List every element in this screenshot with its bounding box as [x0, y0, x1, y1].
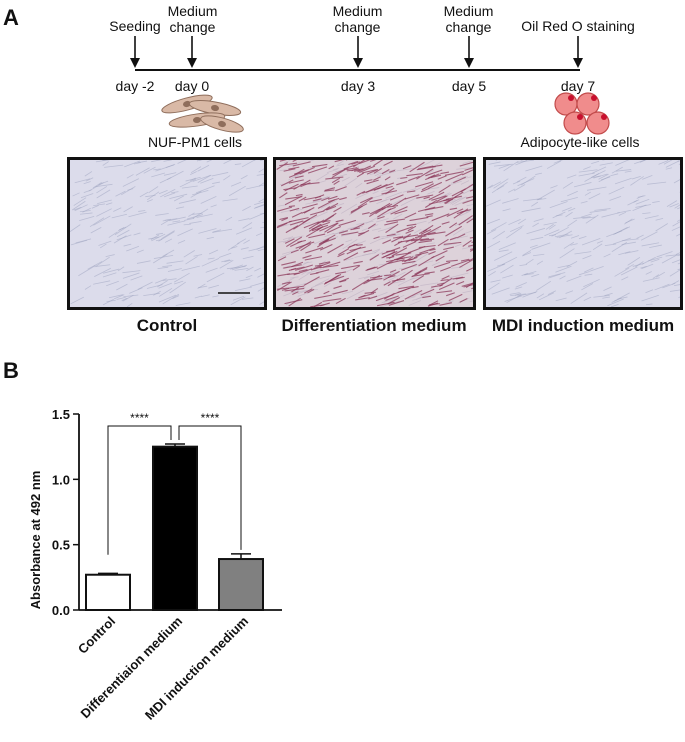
caption-control: Control [136, 316, 198, 335]
arrow-day7-icon [573, 36, 583, 68]
y-axis-label: Absorbance at 492 nm [28, 471, 43, 610]
event-label-day0: Medium change [167, 3, 218, 35]
caption-differentiation: Differentiation medium [281, 316, 467, 335]
adipocyte-cells-label: Adipocyte-like cells [520, 134, 640, 150]
micrograph-texture [276, 160, 473, 307]
event-label-seeding: Seeding [109, 18, 161, 34]
micrograph-differentiation [273, 157, 476, 310]
caption-mdi: MDI induction medium [491, 316, 675, 335]
arrow-day5-icon [464, 36, 474, 68]
panel-b-letter: B [3, 358, 19, 383]
micrograph-texture [486, 160, 680, 307]
panel-a-letter: A [3, 5, 19, 30]
significance-label: **** [201, 411, 220, 425]
significance-bracket [107, 425, 172, 555]
y-tick-label: 1.5 [52, 407, 70, 422]
day-label-5: day 5 [451, 78, 487, 94]
arrow-seeding-icon [130, 36, 140, 68]
micrograph-mdi [483, 157, 683, 310]
event-label-day7: Oil Red O staining [521, 18, 635, 34]
arrow-day3-icon [353, 36, 363, 68]
nuf-pm1-cells-label: NUF-PM1 cells [147, 134, 243, 150]
event-label-day5: Medium change [443, 3, 494, 35]
y-tick-label: 0.5 [52, 538, 70, 553]
fibroblast-cells-icon [161, 94, 244, 133]
significance-label: **** [130, 411, 149, 425]
y-tick-label: 0.0 [52, 603, 70, 618]
bar [218, 558, 264, 611]
day-label-3: day 3 [340, 78, 376, 94]
day-label-0: day 0 [174, 78, 210, 94]
bar [85, 573, 131, 611]
arrow-day0-icon [187, 36, 197, 68]
bar-chart: Absorbance at 492 nm 0.0 0.5 1.0 1.5 **** **… [28, 407, 282, 723]
micrograph-texture [70, 160, 264, 307]
timeline [130, 36, 610, 135]
y-tick-label: 1.0 [52, 472, 70, 487]
micrograph-control [67, 157, 267, 310]
day-label-7: day 7 [560, 78, 596, 94]
event-label-day3: Medium change [332, 3, 383, 35]
day-label-minus2: day -2 [115, 78, 155, 94]
x-tick-label: Control [75, 614, 118, 657]
adipocyte-cells-icon [554, 92, 610, 135]
significance-bracket [178, 425, 242, 550]
bar [152, 445, 198, 611]
